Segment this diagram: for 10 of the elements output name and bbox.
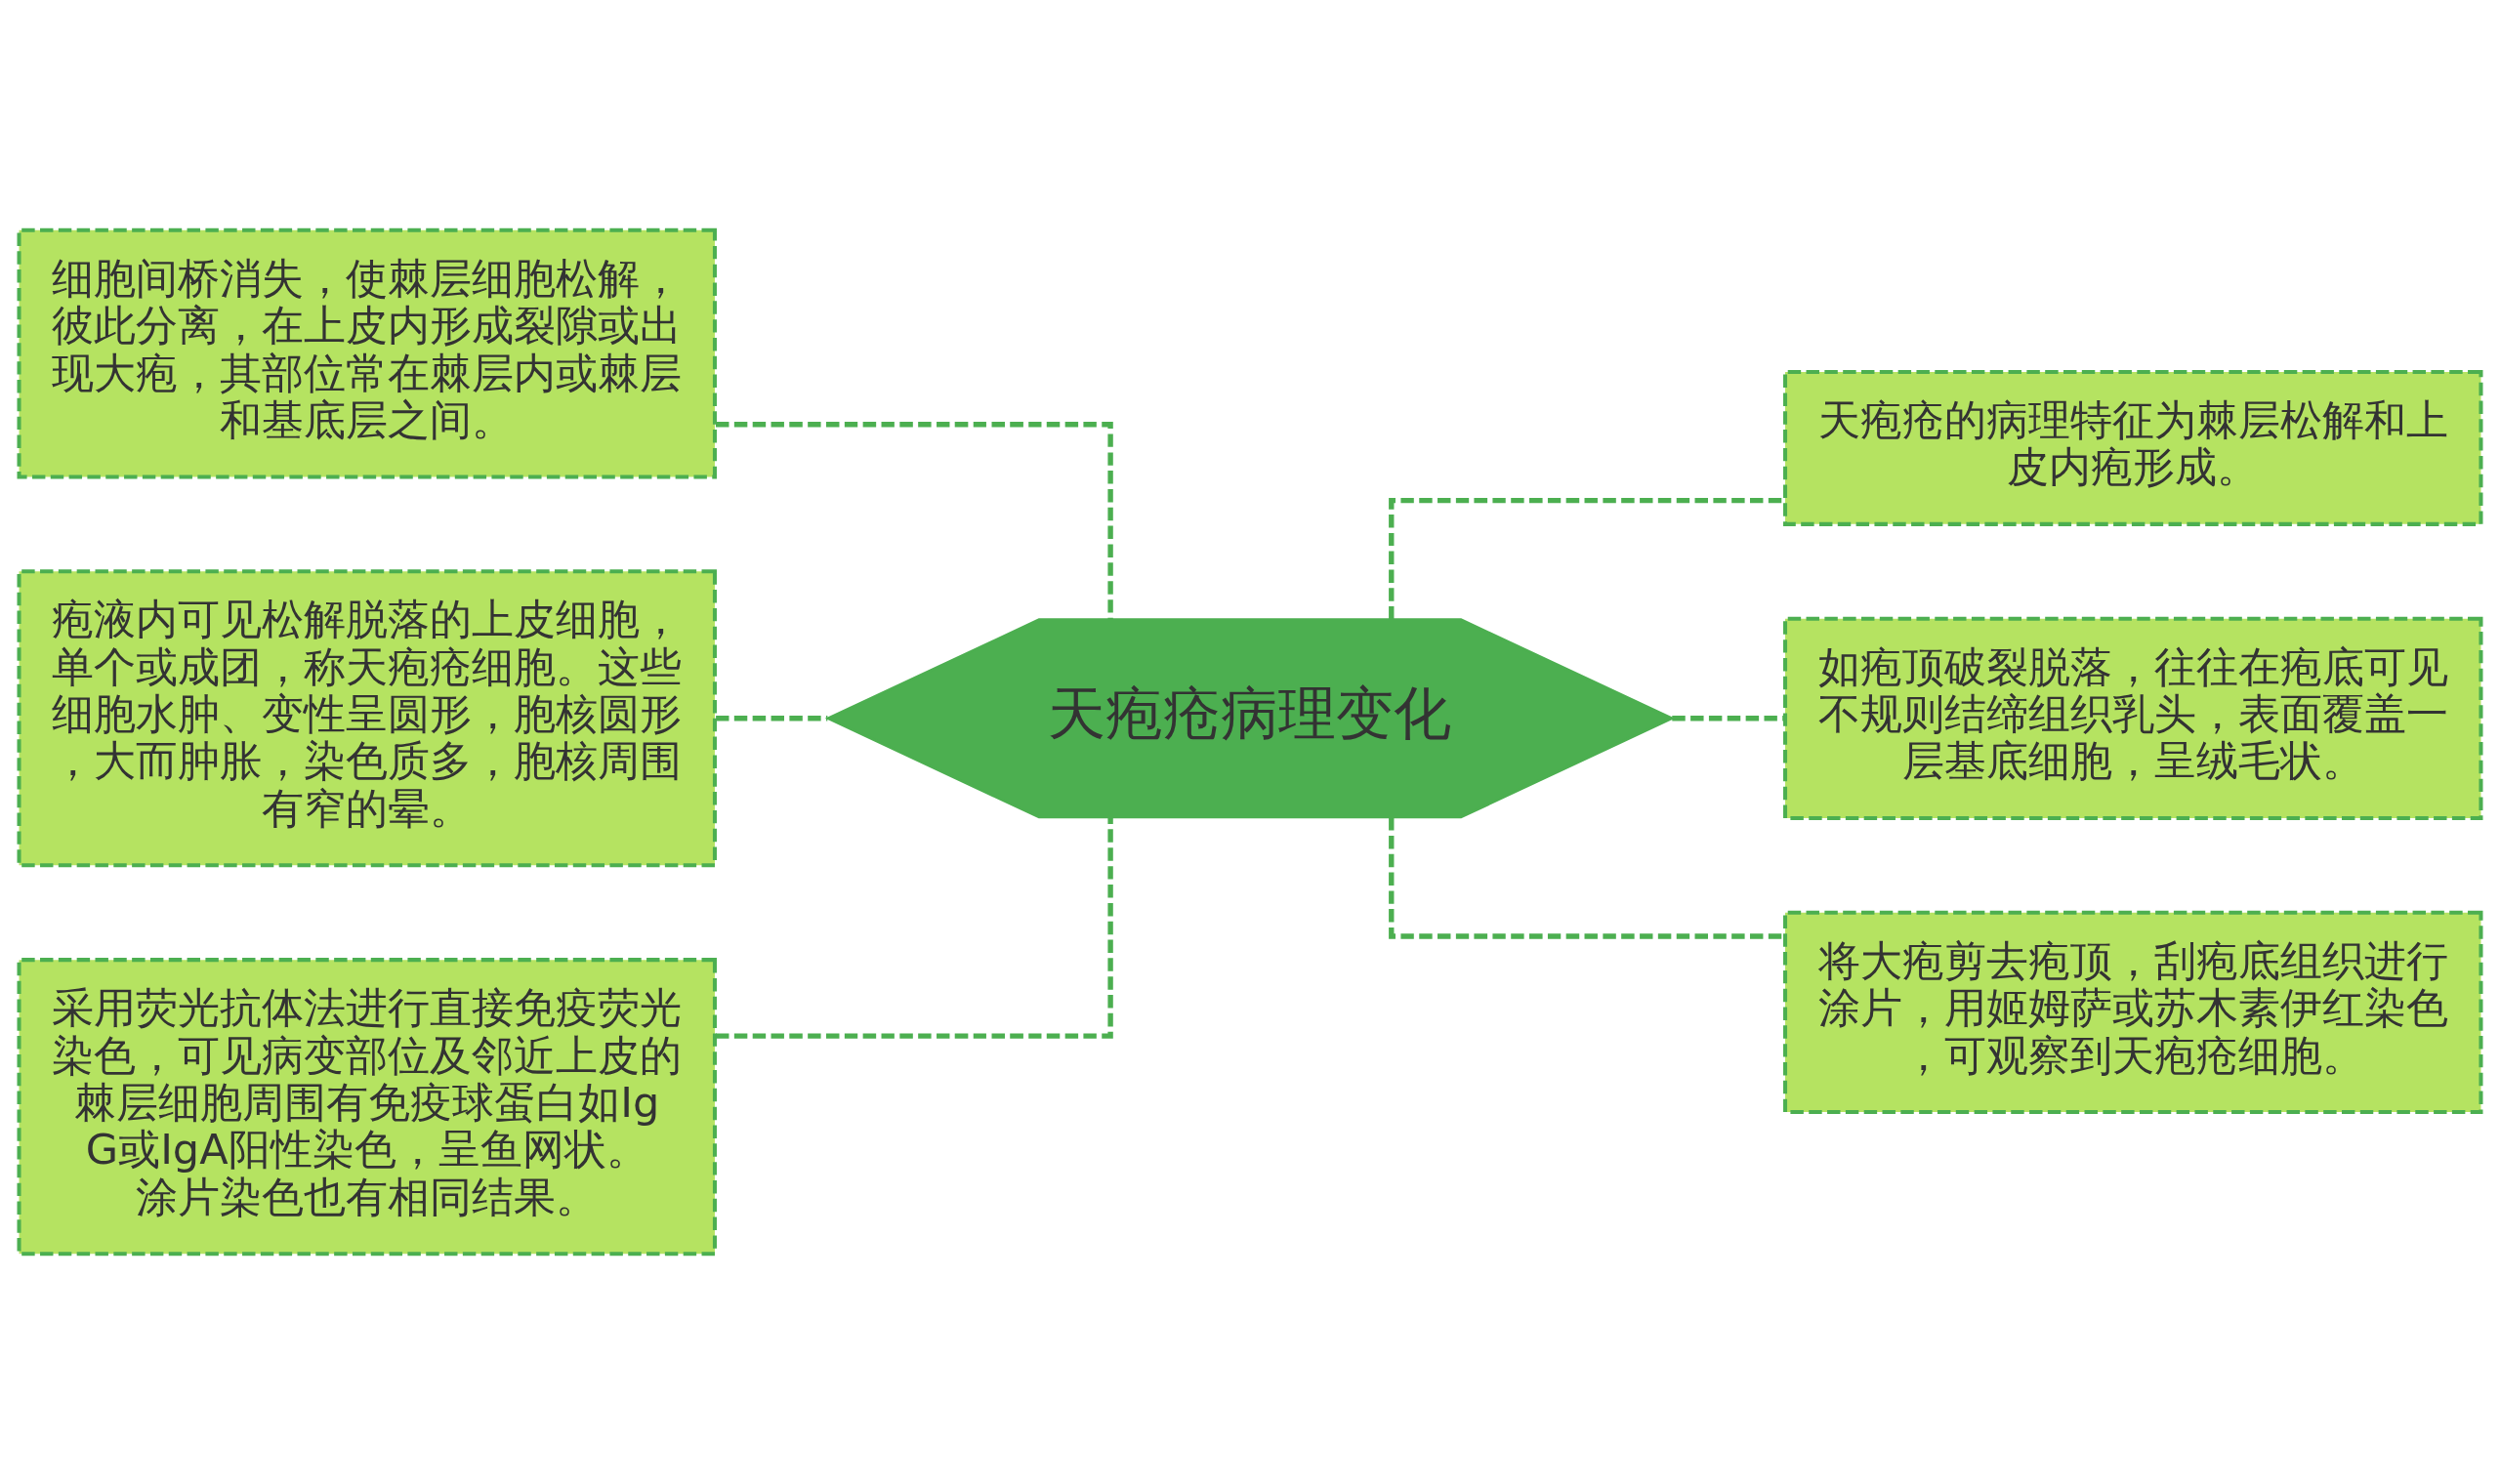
connector [716, 716, 828, 721]
node-box: 采用荧光抗体法进行直接免疫荧光染色，可见病变部位及邻近上皮的棘层细胞周围有免疫球蛋白如IgG或IgA阳性染色，呈鱼网状。涂片染色也有相同结果。 [17, 958, 717, 1257]
node-box: 如疱顶破裂脱落，往往在疱底可见不规则结缔组织乳头，表面覆盖一层基底细胞，呈绒毛状。 [1783, 616, 2483, 820]
connector [716, 422, 1113, 620]
node-box: 细胞间桥消失，使棘层细胞松解，彼此分离，在上皮内形成裂隙或出现大疱，其部位常在棘层内或棘层和基底层之间。 [17, 227, 717, 479]
node-box: 天疱疮的病理特征为棘层松解和上皮内疱形成。 [1783, 369, 2483, 526]
node-box: 将大疱剪去疱顶，刮疱底组织进行涂片，用姬姆萨或苏木素伊红染色，可观察到天疱疮细胞。 [1783, 910, 2483, 1115]
node-box: 疱液内可见松解脱落的上皮细胞，单个或成团，称天疱疮细胞。这些细胞水肿、变性呈圆形，胞核圆形，大而肿胀，染色质多，胞核周围有窄的晕。 [17, 569, 717, 868]
connector [716, 816, 1113, 1039]
connector [1672, 716, 1785, 721]
